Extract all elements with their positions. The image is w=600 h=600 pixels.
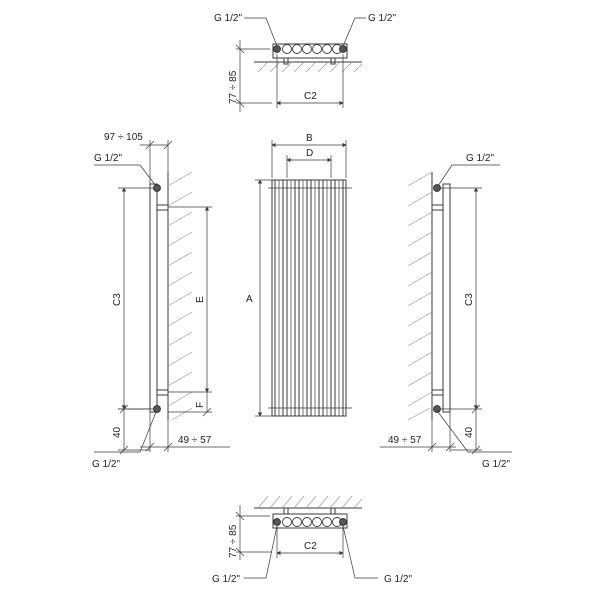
right-side-bottom-connection-label: G 1/2" (482, 459, 510, 470)
right-side-bracket-depth-label: 49 ÷ 57 (388, 435, 422, 446)
left-side-bracket-depth-label: 49 ÷ 57 (178, 435, 212, 446)
front-view-b-label: B (306, 133, 313, 144)
bottom-view-right-connection-label: G 1/2" (384, 574, 412, 585)
right-side-c3-label: C3 (464, 293, 475, 306)
right-side-top-leader (437, 164, 500, 187)
bottom-view-left-connection-label: G 1/2" (212, 574, 240, 585)
bottom-view-left-connection (273, 518, 281, 526)
left-side-radiator-profile (149, 183, 158, 413)
left-side-top-connection-label: G 1/2" (94, 153, 122, 164)
right-side-view: G 1/2" C3 40 49 ÷ 57 G 1/2" (380, 153, 512, 470)
left-side-top-leader (94, 164, 157, 187)
top-view-left-connection (273, 45, 281, 53)
right-side-top-connection-label: G 1/2" (466, 153, 494, 164)
left-side-bottom-connection-label: G 1/2" (92, 459, 120, 470)
bottom-view-tubes (282, 517, 342, 527)
bottom-view-bracket-right (330, 507, 336, 515)
top-view-c2-label: C2 (304, 91, 317, 102)
left-side-wall-hatch (167, 171, 193, 421)
top-view-right-connection-label: G 1/2" (368, 13, 396, 24)
bottom-view-left-leader (244, 525, 278, 579)
top-view-depth-label: 77 ÷ 85 (228, 70, 239, 104)
right-side-top-connection (433, 184, 441, 192)
left-side-e-label: E (195, 296, 206, 303)
front-view-tubes (274, 179, 344, 417)
left-side-view: 97 ÷ 105 G 1/2" C3 E F 40 49 ÷ 57 (92, 132, 230, 470)
top-view-tubes (282, 44, 342, 54)
left-side-bottom-leader (94, 411, 157, 453)
front-view: B D A (246, 133, 352, 417)
right-side-bracket-bottom (431, 389, 444, 396)
bottom-view-right-leader (342, 525, 378, 579)
left-side-c3-label: C3 (112, 293, 123, 306)
bottom-view: 77 ÷ 85 C2 G 1/2" G 1/2" (212, 495, 412, 585)
bottom-view-depth-label: 77 ÷ 85 (228, 524, 239, 558)
top-view-bracket-left (283, 57, 289, 65)
top-view: G 1/2" G 1/2" 77 ÷ 85 C2 (214, 13, 396, 112)
top-view-body (272, 43, 348, 59)
top-view-left-leader (244, 17, 278, 47)
right-side-wall-hatch (407, 171, 433, 421)
bottom-view-c2-label: C2 (304, 541, 317, 552)
left-side-f-label: F (195, 402, 206, 408)
front-view-a-label: A (246, 294, 253, 305)
left-side-bottom-label: 40 (112, 426, 123, 438)
front-view-outline (271, 179, 347, 417)
top-view-left-connection-label: G 1/2" (214, 13, 242, 24)
front-view-d-label: D (306, 148, 313, 159)
left-side-offset-label: 97 ÷ 105 (104, 132, 143, 143)
left-side-bottom-connection (153, 405, 161, 413)
right-side-bottom-leader (437, 411, 512, 453)
bottom-view-right-connection (339, 518, 347, 526)
left-side-top-connection (153, 184, 161, 192)
left-side-bracket-bottom (156, 389, 169, 396)
top-view-bracket-right (330, 57, 336, 65)
top-view-right-leader (342, 17, 366, 47)
top-view-wall-hatch (254, 61, 363, 73)
bottom-view-wall-hatch (254, 495, 363, 509)
bottom-view-bracket-left (283, 507, 289, 515)
bottom-view-body (272, 513, 348, 529)
right-side-bottom-label: 40 (464, 426, 475, 438)
right-side-radiator-profile (442, 183, 451, 413)
top-view-right-connection (339, 45, 347, 53)
right-side-bottom-connection (433, 405, 441, 413)
right-side-bracket-top (431, 204, 444, 211)
left-side-bracket-top (156, 204, 169, 211)
